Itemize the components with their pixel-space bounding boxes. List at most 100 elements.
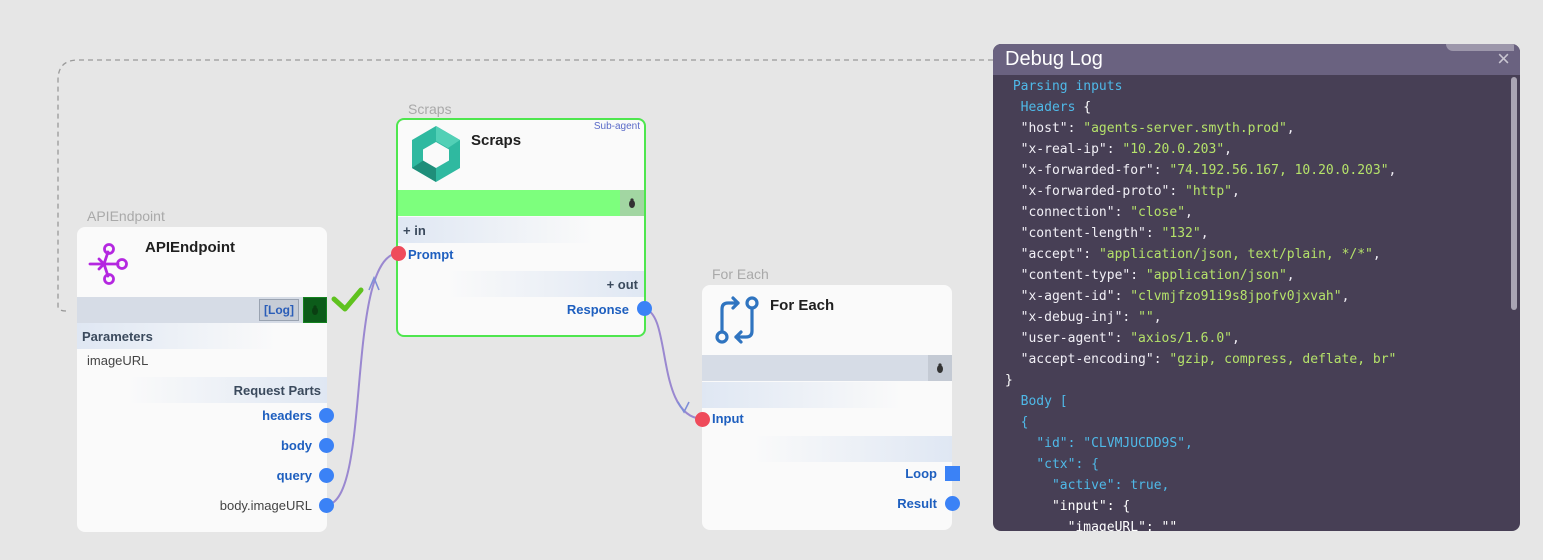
output-port-headers[interactable] [319,408,334,423]
log-line: "host": "agents-server.smyth.prod", [1021,120,1295,138]
log-line: } [1005,372,1013,390]
log-token: , [1341,289,1350,304]
inputs-header: + in [398,217,644,243]
wire-arrow-up [368,275,380,291]
debug-log-scrollbar[interactable] [1511,77,1517,310]
success-check-icon [331,287,364,312]
request-parts-header-label: Request Parts [233,382,321,398]
scraps-node-toolbar [398,190,644,216]
log-token: : [1114,331,1131,346]
log-token: : [1114,205,1131,220]
log-token: Body [ [1020,394,1068,409]
log-line: "accept": "application/json, text/plain,… [1021,246,1381,264]
log-token: "application/json, text/plain, */*" [1098,247,1373,262]
bug-icon [629,198,635,208]
output-label-headers: headers [262,408,312,423]
scraps-node[interactable]: Scraps Sub-agent + in Prompt + out Respo… [396,118,646,337]
log-token: "x-agent-id" [1020,289,1115,304]
log-line: { [1021,414,1029,432]
close-icon[interactable]: × [1497,46,1510,71]
output-port-query[interactable] [319,468,334,483]
debug-toggle-button[interactable] [928,355,952,381]
log-token: , [1153,310,1162,325]
log-token: "active": true, [1051,478,1170,493]
log-line: "user-agent": "axios/1.6.0", [1021,330,1240,348]
debug-log-title: Debug Log [1005,48,1103,70]
for-each-node[interactable]: For Each Input Loop Result [702,285,952,530]
log-token: "132" [1161,226,1201,241]
input-port-prompt[interactable] [391,246,406,261]
log-line: "ctx": { [1036,456,1099,474]
log-line: "active": true, [1052,477,1169,495]
log-token: "74.192.56.167, 10.20.0.203" [1169,163,1389,178]
debug-toggle-button[interactable] [303,297,327,323]
log-token: "10.20.0.203" [1122,142,1225,157]
param-imageurl: imageURL [87,353,149,368]
scraps-icon [412,126,460,182]
log-button[interactable]: [Log] [259,299,299,321]
log-token: "x-forwarded-proto" [1020,184,1170,199]
foreach-node-title: For Each [770,297,835,314]
log-token: "application/json" [1145,268,1287,283]
log-line: "x-real-ip": "10.20.0.203", [1021,141,1232,159]
log-token: "imageURL": "" [1067,520,1178,531]
log-token: , [1224,142,1232,157]
log-button-label: [Log] [264,303,294,317]
log-token: "input": { [1051,499,1131,514]
log-line: Headers { [1021,99,1091,117]
debug-toggle-button[interactable] [620,190,644,216]
log-line: "connection": "close", [1021,204,1193,222]
debug-log-header[interactable]: Debug Log × [993,44,1520,75]
output-label-loop: Loop [905,466,937,481]
log-line: "x-debug-inj": "", [1021,309,1162,327]
log-token: "accept-encoding" [1020,352,1154,367]
output-label-result: Result [897,496,937,511]
log-token: "x-real-ip" [1020,142,1107,157]
log-token: "agents-server.smyth.prod" [1083,121,1287,136]
log-token: : [1130,268,1146,283]
log-token: "content-type" [1020,268,1131,283]
log-token: , [1286,268,1295,283]
wire-response-to-input [643,308,703,420]
log-token: "close" [1130,205,1186,220]
log-token: : [1106,142,1123,157]
log-line: "content-length": "132", [1021,225,1209,243]
outputs-header: + out [398,271,644,297]
api-node-toolbar: [Log] [77,297,327,323]
output-port-response[interactable] [637,301,652,316]
output-port-result[interactable] [945,496,960,511]
api-endpoint-icon [88,243,128,285]
output-port-body[interactable] [319,438,334,453]
log-token: "gzip, compress, deflate, br" [1169,352,1397,367]
log-line: "x-agent-id": "clvmjfzo91i9s8jpofv0jxvah… [1021,288,1350,306]
output-port-loop[interactable] [945,466,960,481]
log-token: : [1122,310,1139,325]
parameters-header-label: Parameters [82,328,153,344]
api-endpoint-node[interactable]: APIEndpoint [Log] Parameters imageURL Re… [77,227,327,532]
scraps-node-title: Scraps [471,132,522,149]
wire-arrow-down [677,401,690,414]
log-token: , [1232,184,1240,199]
scraps-node-caption: Scraps [408,101,452,117]
log-line: Body [ [1021,393,1068,411]
log-token: } [1005,373,1013,388]
sub-agent-badge: Sub-agent [593,121,640,132]
bug-icon [937,363,943,373]
request-parts-header: Request Parts [77,377,327,403]
outputs-header-label: + out [606,276,638,292]
log-line: "accept-encoding": "gzip, compress, defl… [1021,351,1397,369]
log-token: : [1145,226,1162,241]
log-token: "content-length" [1020,226,1146,241]
log-token: , [1185,205,1193,220]
log-token: "accept" [1020,247,1084,262]
log-token: "id": "CLVMJUCDD9S", [1036,436,1193,451]
log-token: { [1020,415,1029,430]
log-line: "x-forwarded-proto": "http", [1021,183,1240,201]
log-token: : [1114,289,1131,304]
input-port-input[interactable] [695,412,710,427]
outputs-section [702,436,952,462]
output-port-body-imageurl[interactable] [319,498,334,513]
wire-imageurl-to-prompt [326,252,399,506]
